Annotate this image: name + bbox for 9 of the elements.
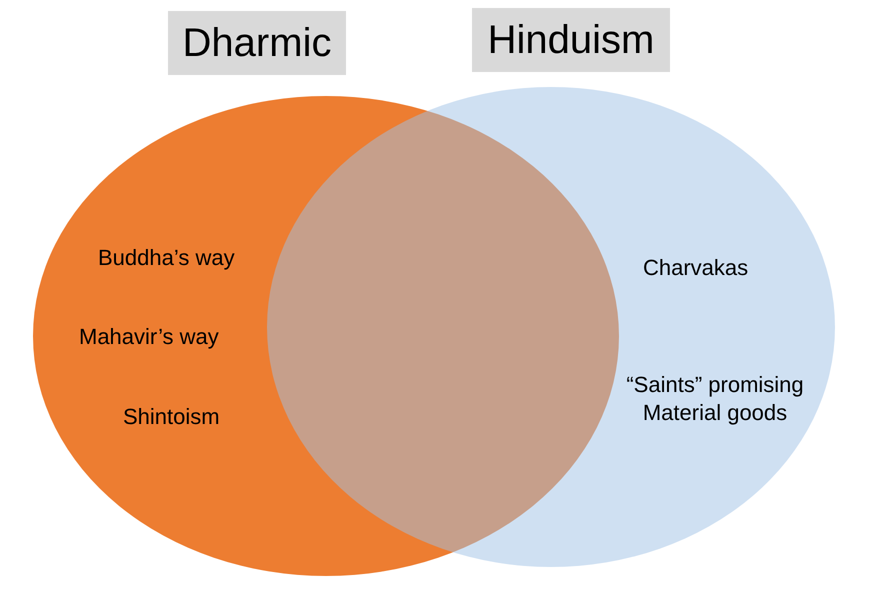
- set-item: Mahavir’s way: [79, 323, 220, 351]
- set-title: Dharmic: [168, 11, 346, 75]
- set-item: “Saints” promising Material goods: [625, 371, 805, 427]
- set-title: Hinduism: [472, 8, 670, 72]
- set-ellipse: [267, 87, 835, 567]
- set-ellipse: [33, 96, 619, 576]
- set-item: Buddha’s way: [98, 244, 236, 272]
- set-item: Charvakas: [643, 254, 750, 282]
- set-item: Shintoism: [123, 403, 221, 431]
